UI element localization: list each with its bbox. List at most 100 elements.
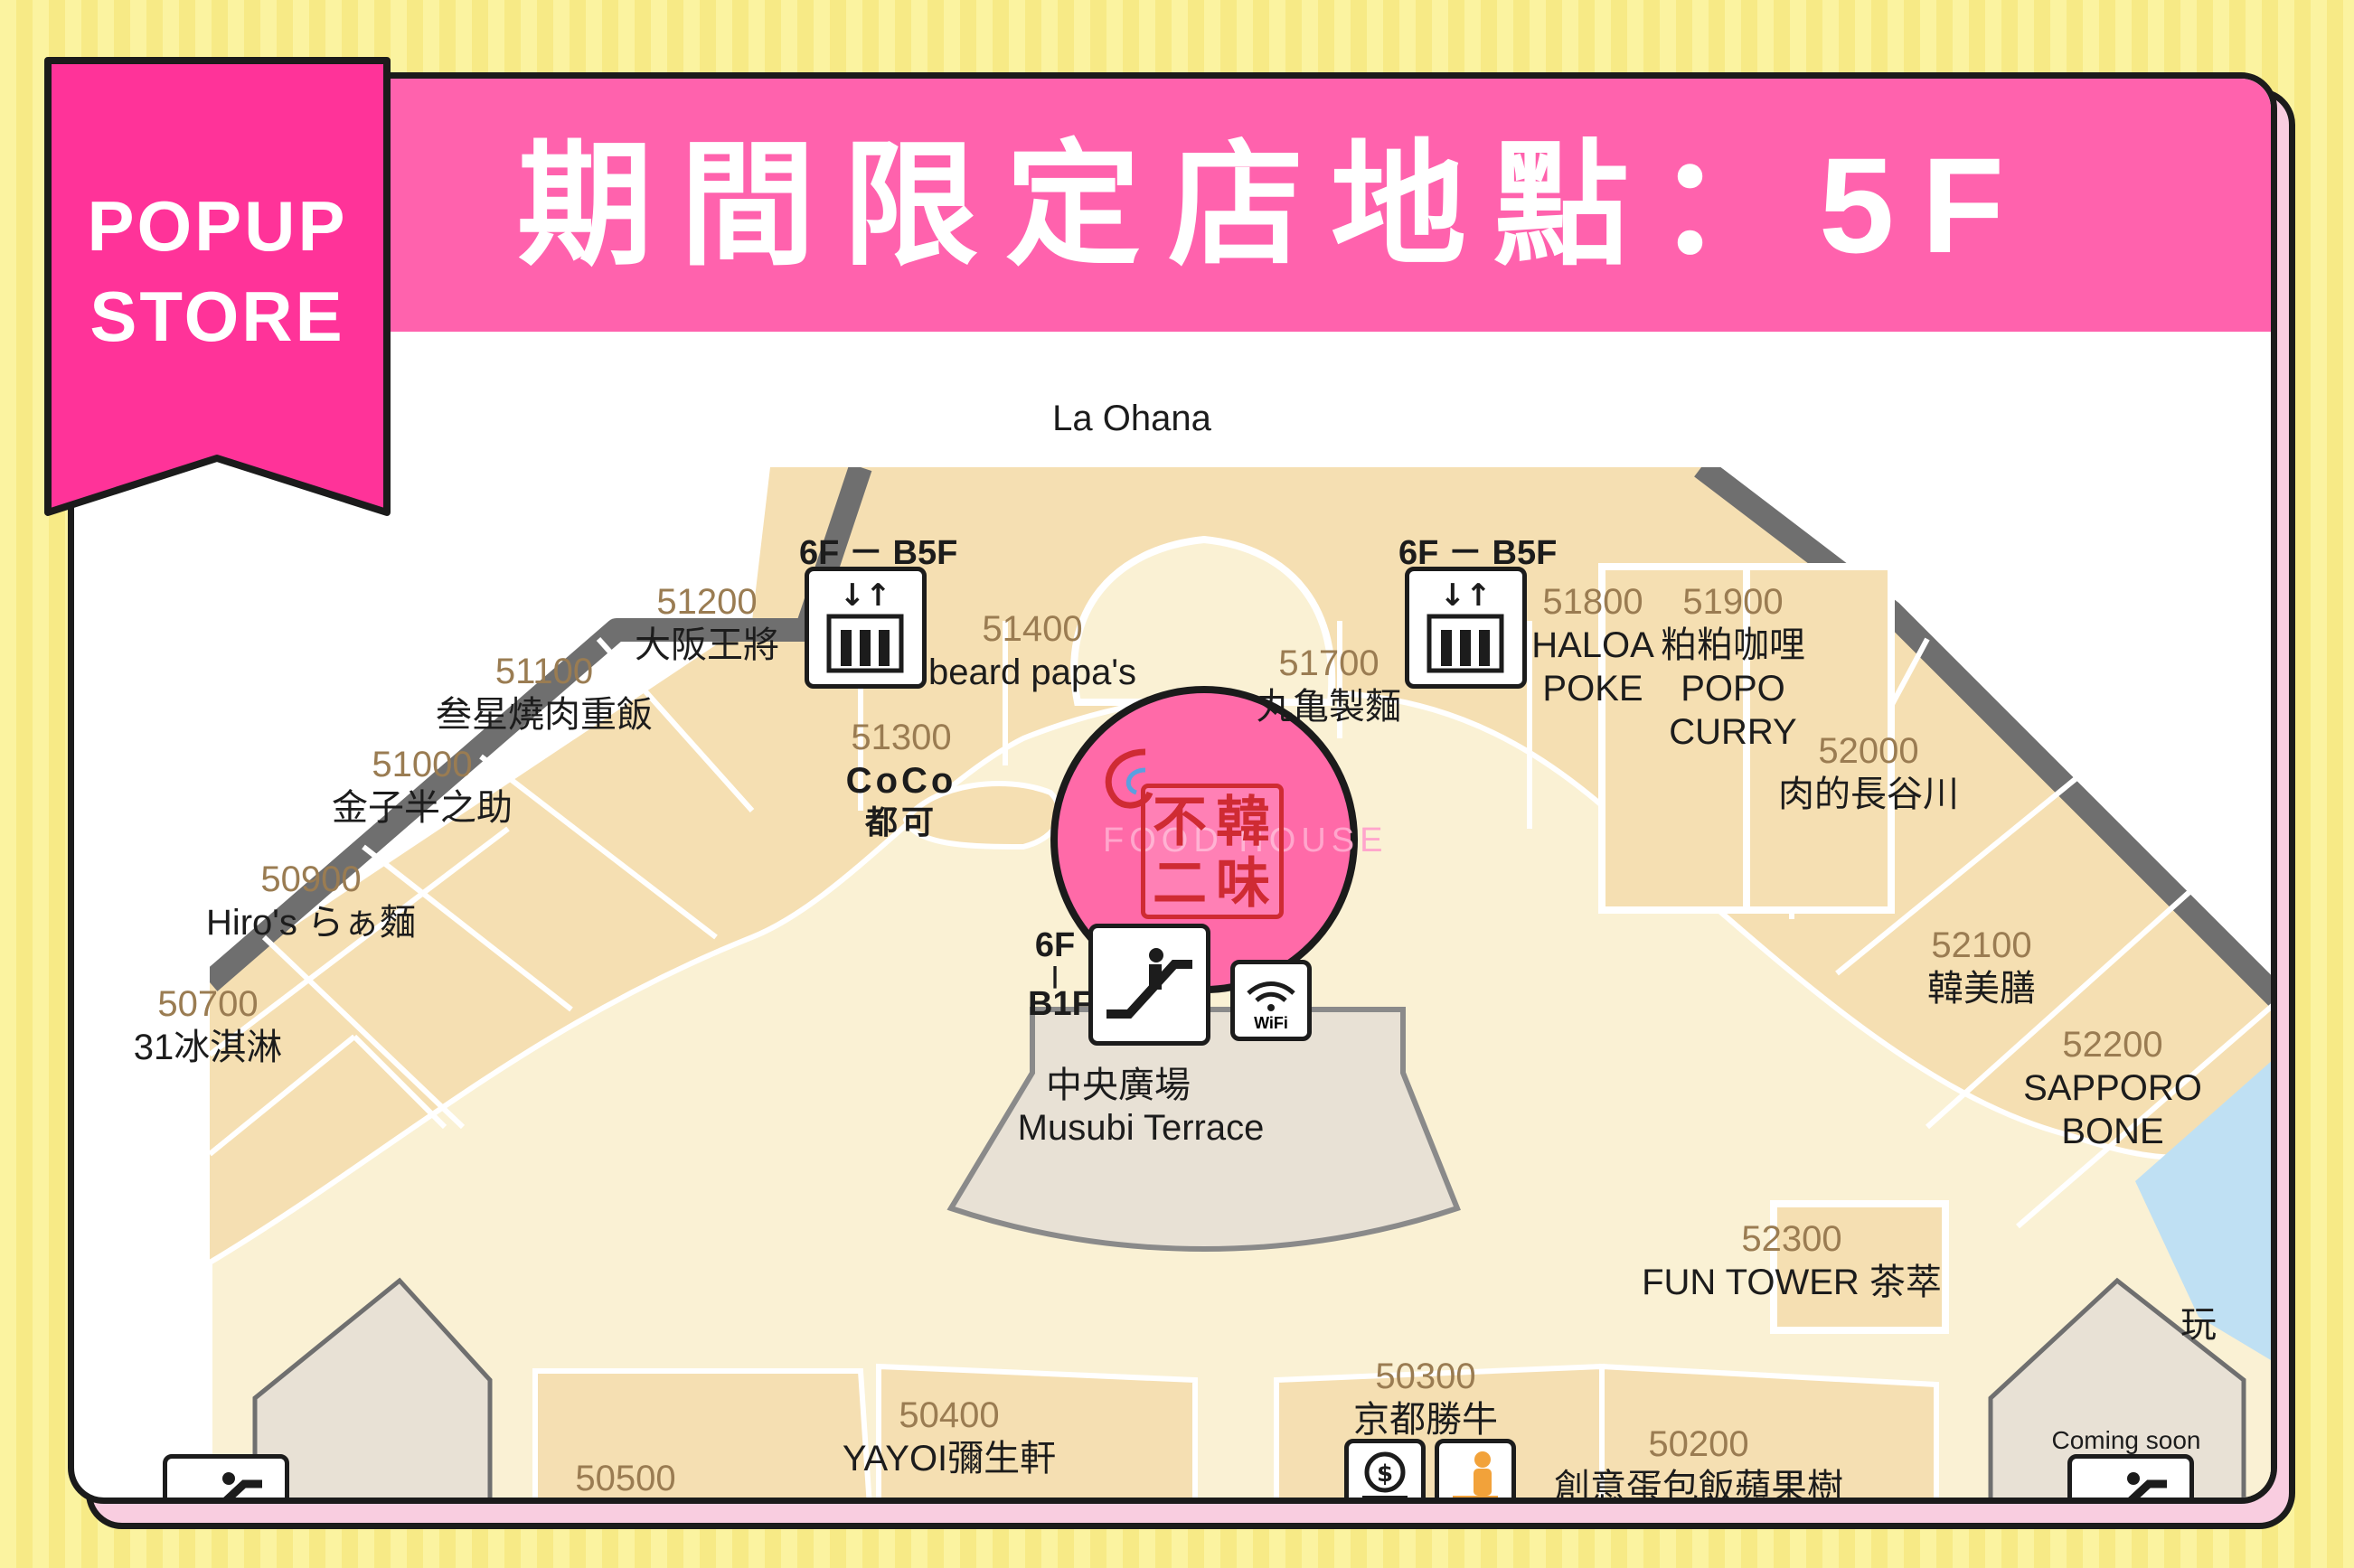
popup-logo-char-3: 二 — [1153, 853, 1207, 914]
elevator-left-floors: 6F － B5F — [799, 524, 957, 574]
store-50900[interactable]: 50900 Hiro's らぁ麵 — [206, 858, 416, 944]
store-name: YAYOI彌生軒 — [842, 1439, 1057, 1479]
store-name: 韓美膳 — [1927, 969, 2036, 1009]
la-ohana-label: La Ohana — [1052, 399, 1211, 438]
store-name: 大阪王將 — [635, 625, 779, 665]
page-title: 期間限定店地點：5F — [517, 129, 2032, 281]
store-name: 創意蛋包飯蘋果樹 — [1554, 1468, 1843, 1504]
elevator-right-top: 6F — [1398, 534, 1439, 572]
popup-logo: 不 韓 二 味 — [1141, 784, 1284, 919]
elevator-left-sep: － — [848, 534, 883, 572]
store-51000[interactable]: 51000 金子半之助 — [332, 743, 513, 830]
elevator-right-sep: － — [1447, 534, 1483, 572]
popup-store-ribbon — [44, 57, 391, 516]
store-50200[interactable]: 50200 創意蛋包飯蘋果樹 — [1554, 1422, 1843, 1504]
store-number: 51300 — [851, 718, 952, 757]
store-name: 31冰淇淋 — [133, 1028, 283, 1067]
store-51300[interactable]: 51300 CoCo 都可 — [846, 716, 957, 841]
svg-text:↓↑: ↓↑ — [1440, 577, 1492, 614]
store-51400[interactable]: 51400 beard papa's — [928, 607, 1136, 694]
coming-soon-label: Coming soon — [2051, 1426, 2201, 1454]
store-51800[interactable]: 51800 HALOA POKE — [1531, 580, 1654, 710]
store-name-line3: CURRY — [1669, 712, 1797, 752]
elevator-icon[interactable]: ↓↑ — [1405, 567, 1527, 689]
store-number: 52100 — [1931, 925, 2032, 965]
store-number: 51200 — [656, 582, 758, 622]
escalator-top: 6F — [1034, 926, 1076, 964]
store-52200[interactable]: 52200 SAPPORO BONE — [2023, 1023, 2202, 1153]
elevator-icon[interactable]: ↓↑ — [805, 567, 927, 689]
popup-logo-ghost-text: FOOD HOUSE — [1103, 822, 1389, 859]
store-name-line2: POPO — [1681, 669, 1785, 709]
store-number: 51700 — [1278, 643, 1379, 683]
store-51900[interactable]: 51900 粕粕咖哩 POPO CURRY — [1661, 580, 1805, 754]
store-name: Hiro's らぁ麵 — [205, 903, 417, 943]
store-number: 51800 — [1542, 582, 1643, 622]
terrace-name-zh: 中央廣場 — [1046, 1066, 1191, 1105]
ribbon-line-1: POPUP — [87, 186, 348, 266]
escalator-sep: | — [1051, 962, 1059, 989]
escalator-floors: 6F | B1F — [1028, 926, 1093, 1024]
store-name: FUN TOWER 茶萃 — [1642, 1263, 1942, 1302]
nursing-room-icon[interactable] — [1435, 1439, 1516, 1498]
popup-logo-char-4: 味 — [1216, 853, 1270, 914]
atm-icon[interactable]: $ — [1344, 1439, 1426, 1498]
outer-wall-left — [210, 467, 872, 991]
elevator-right-floors: 6F － B5F — [1398, 524, 1557, 574]
store-51100[interactable]: 51100 叁星燒肉重飯 — [436, 650, 653, 737]
store-name: CoCo — [845, 761, 957, 801]
escalator-bottom: B1F — [1028, 985, 1093, 1023]
store-51200[interactable]: 51200 大阪王將 — [635, 580, 779, 667]
store-name: beard papa's — [927, 653, 1137, 692]
ribbon-line-2: STORE — [89, 277, 345, 356]
store-50400[interactable]: 50400 YAYOI彌生軒 — [843, 1394, 1056, 1480]
store-number: 52200 — [2062, 1025, 2163, 1065]
store-number: 51100 — [494, 652, 594, 691]
terrace-name-en: Musubi Terrace — [1017, 1108, 1265, 1148]
store-number: 51900 — [1682, 582, 1784, 622]
store-number: 50700 — [157, 984, 259, 1024]
elevator-left-top: 6F — [799, 534, 840, 572]
store-number: 51400 — [982, 609, 1083, 649]
store-51700[interactable]: 51700 丸亀製麵 — [1257, 642, 1401, 728]
store-name-line2: POKE — [1542, 669, 1643, 709]
store-number: 50900 — [260, 859, 362, 899]
store-name: HALOA — [1531, 625, 1654, 665]
wifi-icon[interactable]: WiFi — [1230, 960, 1312, 1041]
atrium-oval — [1070, 535, 1336, 706]
store-name-line2: 都可 — [864, 803, 938, 840]
ribbon-text: POPUP STORE — [43, 181, 391, 361]
popup-logo-char-1: 不 — [1153, 792, 1207, 852]
escalator-icon[interactable] — [163, 1454, 289, 1498]
right-edge-char: 玩 — [2180, 1305, 2217, 1345]
store-50500[interactable]: 50500 — [575, 1457, 676, 1498]
elevator-left-bottom: B5F — [892, 534, 958, 572]
store-name-line2: BONE — [2061, 1112, 2164, 1151]
popup-logo-char-2: 韓 — [1216, 792, 1270, 852]
store-number: 52300 — [1741, 1219, 1842, 1259]
svg-text:↓↑: ↓↑ — [840, 577, 891, 614]
map-card: 期間限定店地點：5F — [68, 72, 2277, 1504]
store-name: 京都勝牛 — [1353, 1400, 1498, 1440]
store-50700[interactable]: 50700 31冰淇淋 — [134, 982, 283, 1069]
store-number: 50400 — [899, 1395, 1000, 1435]
store-number: 52000 — [1818, 731, 1919, 771]
escalator-icon[interactable] — [2067, 1454, 2194, 1498]
store-52300[interactable]: 52300 FUN TOWER 茶萃 — [1642, 1217, 1942, 1304]
store-name: 丸亀製麵 — [1257, 687, 1401, 727]
store-name: 金子半之助 — [332, 788, 513, 828]
escalator-icon[interactable] — [1088, 924, 1210, 1046]
store-50300[interactable]: 50300 京都勝牛 — [1353, 1355, 1498, 1441]
store-name: 粕粕咖哩 — [1661, 625, 1805, 665]
wifi-label: WiFi — [1254, 1014, 1288, 1032]
water-area — [2135, 1061, 2271, 1360]
popup-logo-swirl-icon — [1105, 748, 1153, 809]
store-name: 肉的長谷川 — [1778, 775, 1959, 814]
store-52100[interactable]: 52100 韓美膳 — [1927, 924, 2036, 1010]
store-number: 50500 — [575, 1459, 676, 1498]
store-name: 叁星燒肉重飯 — [436, 695, 653, 735]
store-52000[interactable]: 52000 肉的長谷川 — [1778, 729, 1959, 816]
store-number: 50300 — [1375, 1357, 1476, 1396]
store-number: 51000 — [372, 745, 473, 784]
svg-text:$: $ — [1377, 1460, 1393, 1488]
